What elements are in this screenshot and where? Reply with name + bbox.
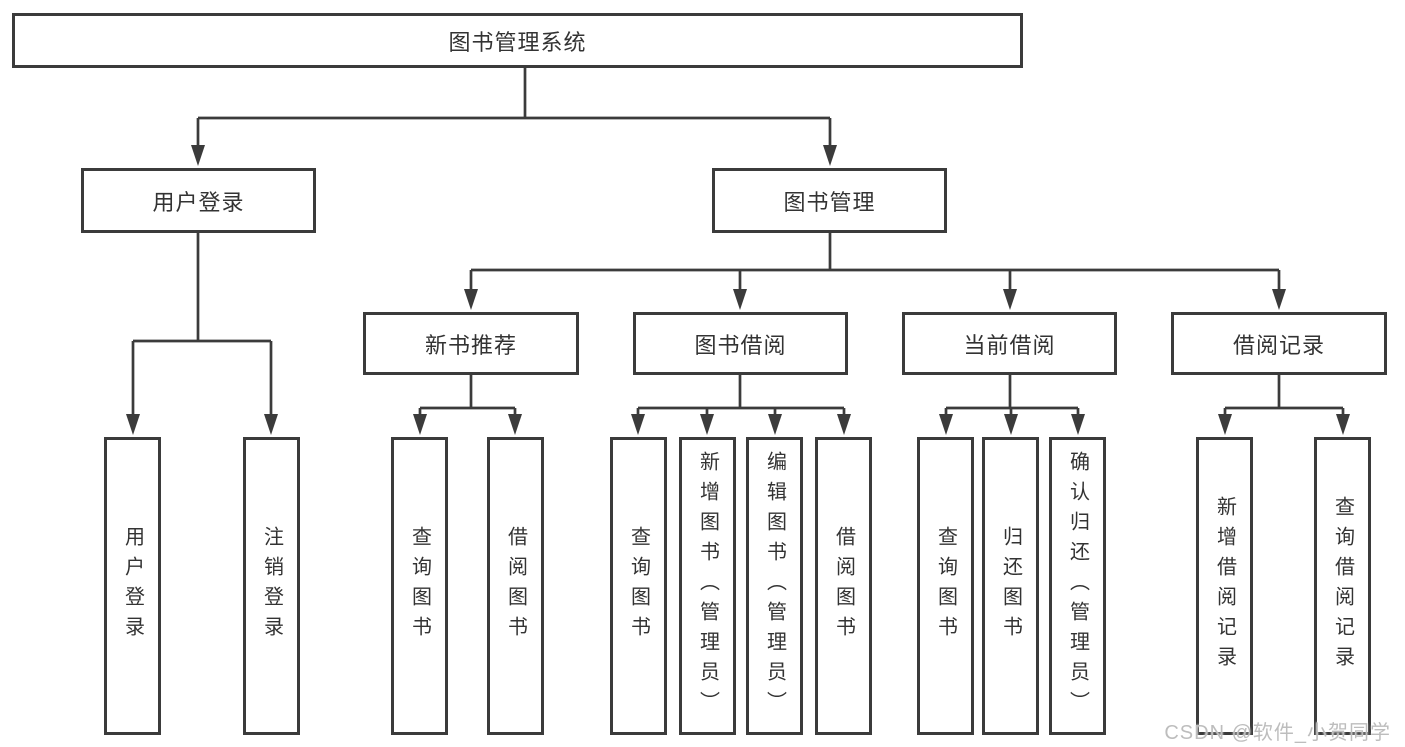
node-leaf-query-record: 查询借阅记录 (1314, 437, 1371, 735)
arrowhead-icon (191, 145, 205, 166)
arrowhead-icon (1218, 414, 1232, 435)
arrowhead-icon (264, 414, 278, 435)
arrowhead-icon (733, 289, 747, 310)
node-current-borrow: 当前借阅 (902, 312, 1117, 375)
edge-from-root (196, 68, 832, 149)
arrowhead-icon (1336, 414, 1350, 435)
arrowhead-icon (508, 414, 522, 435)
arrowhead-icon (837, 414, 851, 435)
node-root: 图书管理系统 (12, 13, 1023, 68)
edge-from-current-borrow (944, 375, 1080, 418)
node-leaf-confirm-return: 确认归还（管理员） (1049, 437, 1106, 735)
node-leaf-add-record: 新增借阅记录 (1196, 437, 1253, 735)
watermark: CSDN @软件_小贺同学 (1164, 722, 1391, 744)
node-leaf-logout: 注销登录 (243, 437, 300, 735)
node-leaf-return-book: 归还图书 (982, 437, 1039, 735)
node-leaf-borrow-book-1: 借阅图书 (487, 437, 544, 735)
edge-from-book-borrow (636, 375, 846, 418)
edge-from-borrow-record (1223, 375, 1345, 418)
arrowhead-icon (700, 414, 714, 435)
arrowhead-icon (1071, 414, 1085, 435)
arrowhead-icon (631, 414, 645, 435)
node-leaf-query-book-3: 查询图书 (917, 437, 974, 735)
arrowhead-icon (413, 414, 427, 435)
arrowhead-icon (126, 414, 140, 435)
node-book-mgmt: 图书管理 (712, 168, 947, 233)
arrowhead-icon (768, 414, 782, 435)
node-leaf-edit-book: 编辑图书（管理员） (746, 437, 803, 735)
node-new-book-rec: 新书推荐 (363, 312, 579, 375)
node-leaf-query-book-1: 查询图书 (391, 437, 448, 735)
arrowhead-icon (1003, 289, 1017, 310)
edge-from-user-login (131, 233, 273, 418)
edge-from-book-mgmt (469, 233, 1281, 293)
arrowhead-icon (464, 289, 478, 310)
node-user-login: 用户登录 (81, 168, 316, 233)
edge-from-new-book-rec (418, 375, 517, 418)
arrowhead-icon (1272, 289, 1286, 310)
node-borrow-record: 借阅记录 (1171, 312, 1387, 375)
arrowhead-icon (1004, 414, 1018, 435)
arrowhead-icon (823, 145, 837, 166)
node-leaf-user-login: 用户登录 (104, 437, 161, 735)
node-book-borrow: 图书借阅 (633, 312, 848, 375)
node-leaf-add-book: 新增图书（管理员） (679, 437, 736, 735)
arrowhead-icon (939, 414, 953, 435)
node-leaf-borrow-book-2: 借阅图书 (815, 437, 872, 735)
node-leaf-query-book-2: 查询图书 (610, 437, 667, 735)
